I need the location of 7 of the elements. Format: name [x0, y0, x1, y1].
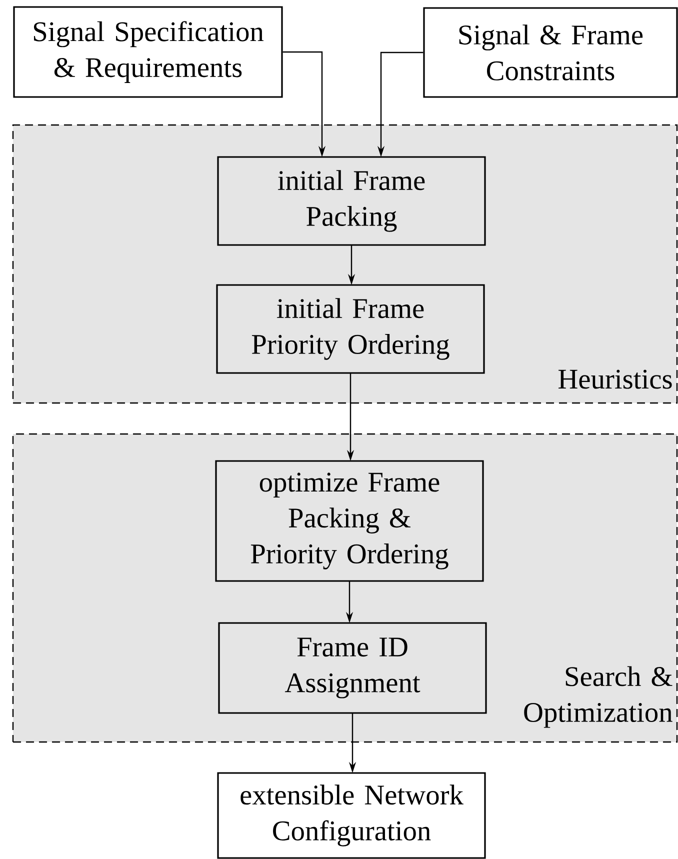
process-box: extensible Network Configuration [217, 772, 486, 859]
process-box: optimize Frame Packing & Priority Ordering [215, 460, 484, 582]
process-box: Signal & Frame Constraints [423, 7, 678, 98]
process-box: Frame ID Assignment [218, 622, 487, 714]
process-box: initial Frame Priority Ordering [216, 284, 485, 374]
process-box: Signal Specification & Requirements [13, 6, 283, 98]
process-box: initial Frame Packing [217, 156, 486, 246]
